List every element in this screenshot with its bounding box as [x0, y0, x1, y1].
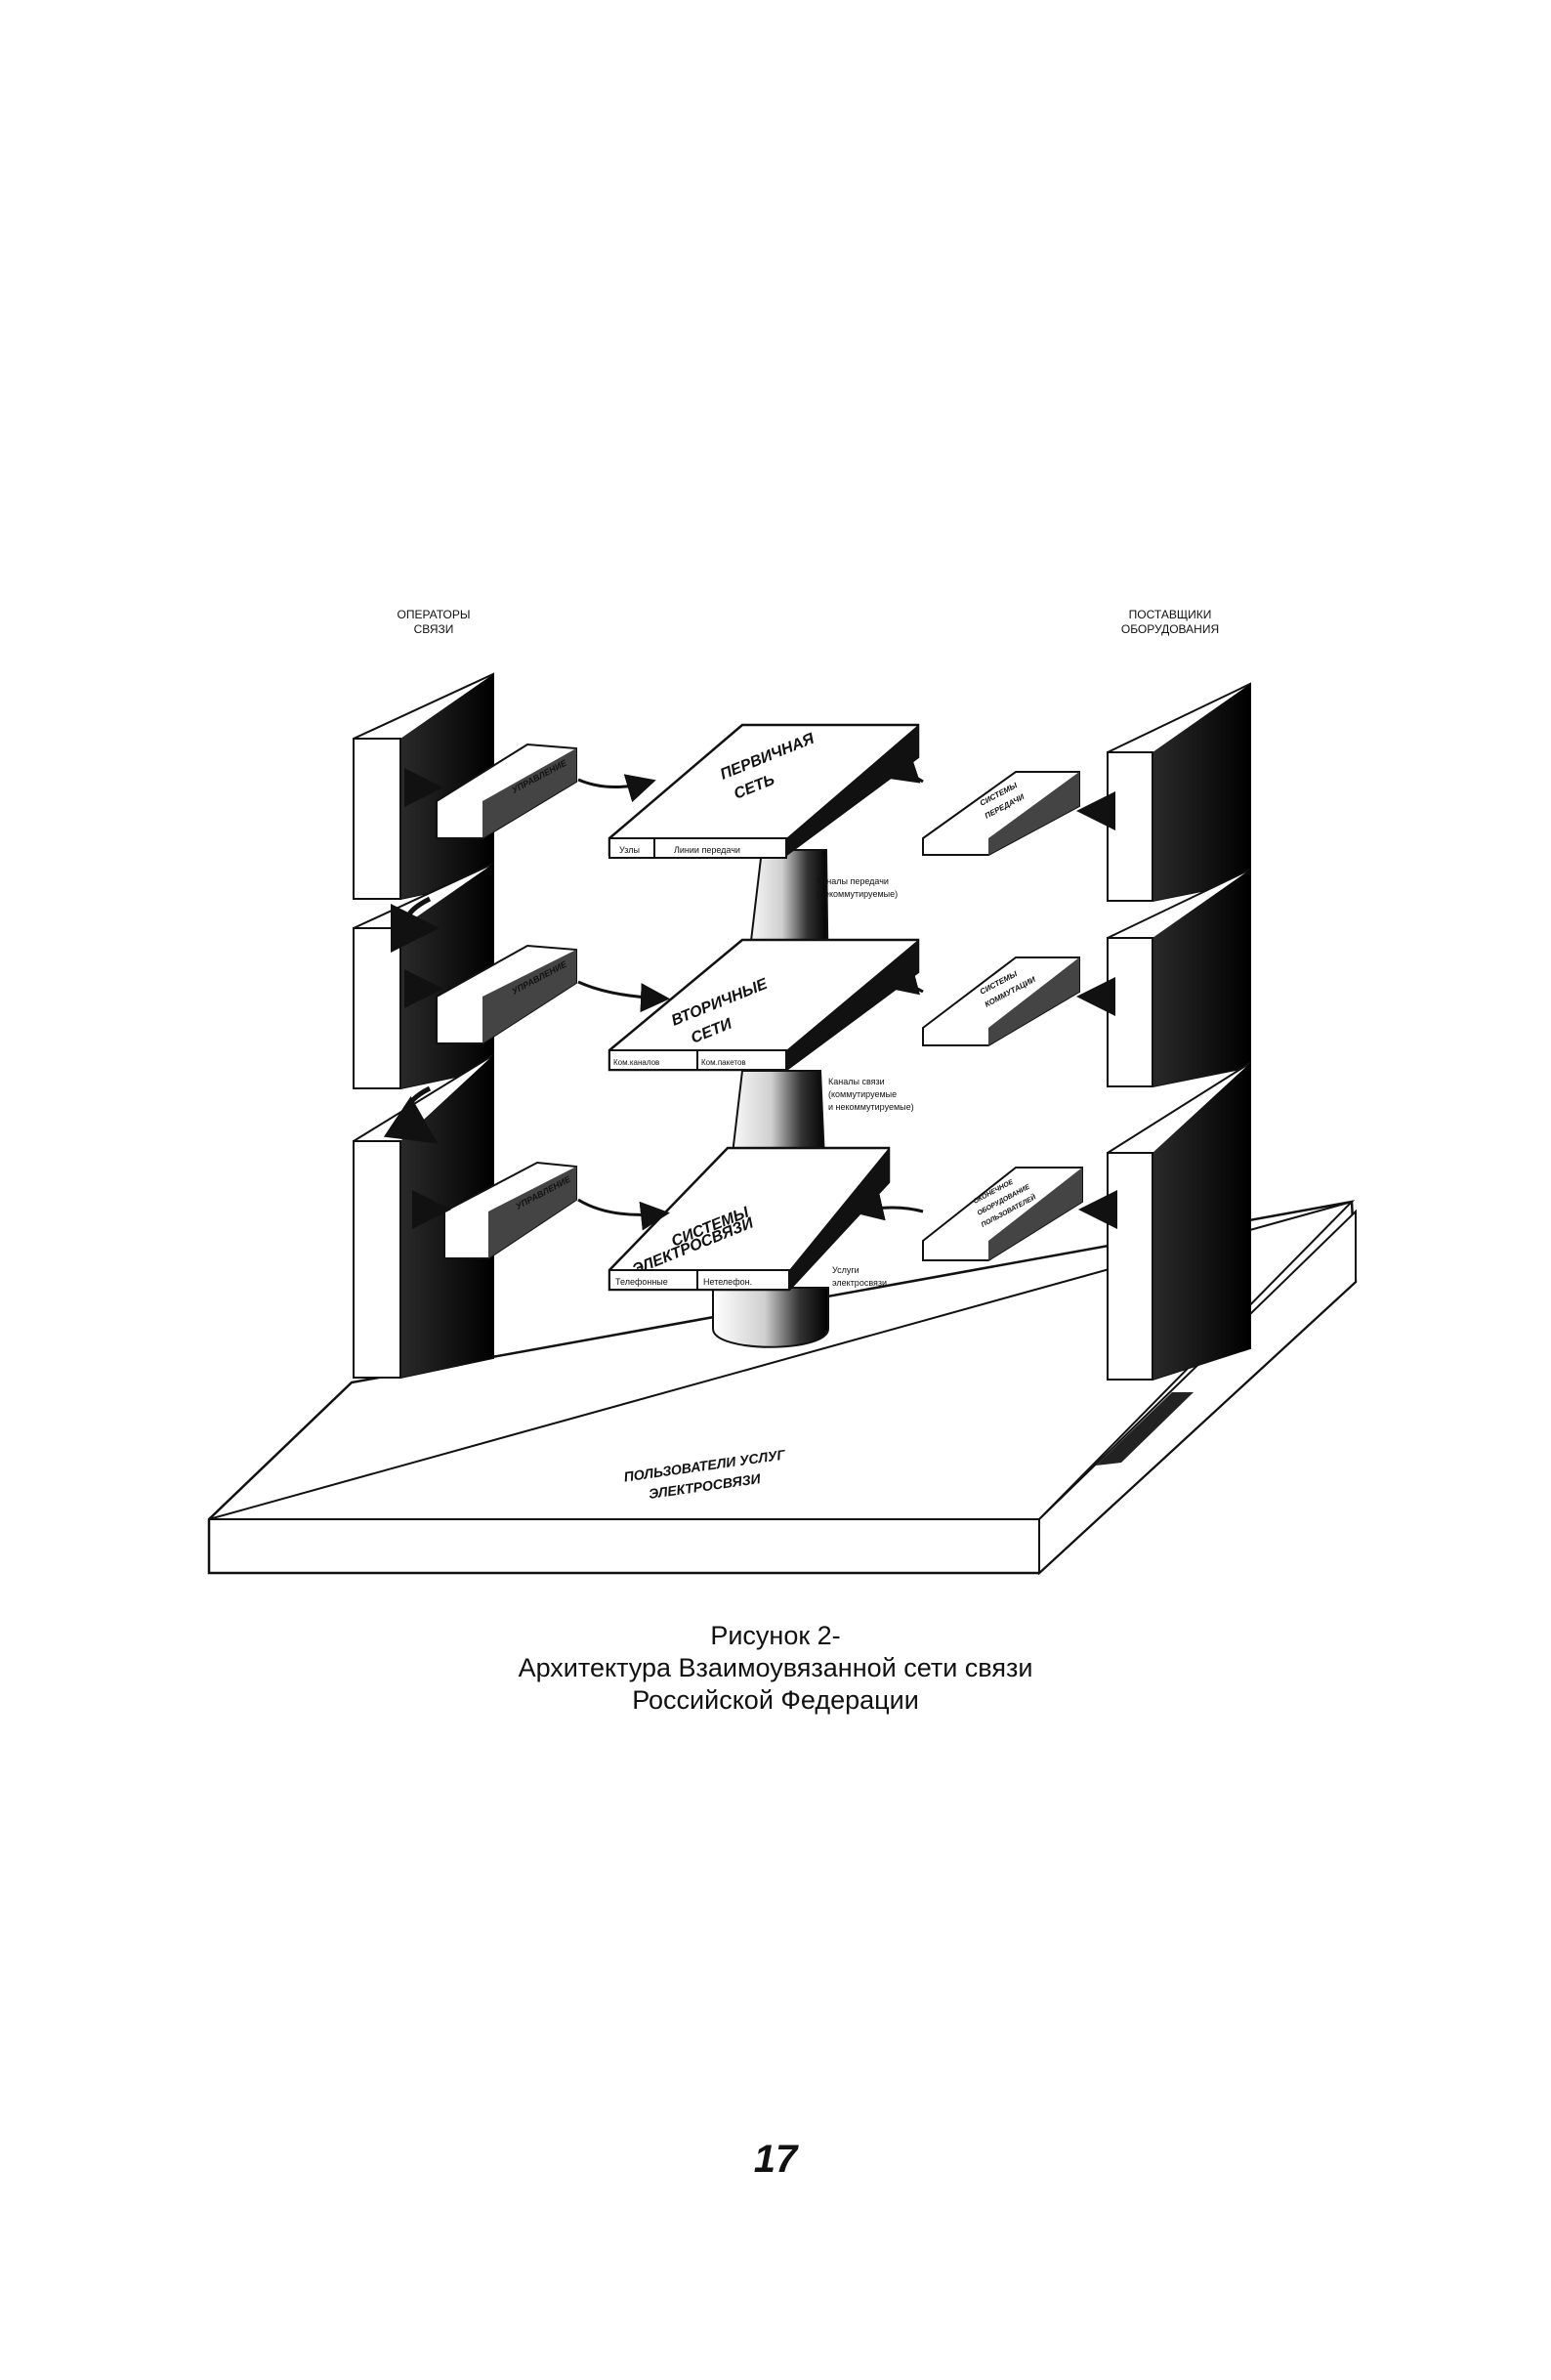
secondary-tab1-label: Ком.каналов — [613, 1058, 659, 1067]
operator-wall-top — [353, 672, 494, 900]
services-tab-non-telephone — [696, 1269, 790, 1291]
primary-tab-lines — [653, 837, 787, 859]
services-tab2-label: Нетелефон. — [703, 1277, 752, 1287]
secondary-note-1: Каналы связи — [828, 1077, 885, 1086]
primary-tab2-label: Линии передачи — [674, 845, 740, 855]
layer-telecom-systems: УПРАВЛЕНИЕ СИСТЕМЫ ЭЛЕКТРОСВЯЗИ Телефонн… — [412, 1146, 1117, 1292]
primary-note-1: Каналы передачи — [817, 876, 889, 886]
primary-tab1-label: Узлы — [619, 845, 640, 855]
secondary-tab2-label: Ком.пакетов — [701, 1058, 746, 1067]
operator-link-arrow-1 — [390, 896, 440, 953]
page-number: 17 — [753, 2138, 798, 2181]
operator-link-arrow-2 — [383, 1085, 439, 1144]
figure-caption-line-2: Архитектура Взаимоувязанной сети связи — [518, 1653, 1033, 1682]
primary-control-arrow — [577, 774, 656, 803]
users-base-platform — [207, 1200, 1358, 1576]
supplier-wall-bottom — [1107, 1061, 1251, 1381]
secondary-tab-packet — [696, 1049, 787, 1071]
secondary-equipment-arrow — [888, 966, 924, 996]
services-tab1-label: Телефонные — [615, 1277, 668, 1287]
suppliers-label-2: ОБОРУДОВАНИЯ — [1121, 622, 1219, 636]
operators-label-2: СВЯЗИ — [414, 622, 454, 636]
supplier-wall-top — [1107, 682, 1251, 902]
services-note-1: Услуги — [832, 1265, 859, 1275]
figure-caption-line-1: Рисунок 2- — [710, 1621, 841, 1650]
operators-label-1: ОПЕРАТОРЫ — [398, 608, 471, 621]
supplier-wall-middle — [1107, 868, 1251, 1087]
secondary-note-3: и некоммутируемые) — [828, 1102, 914, 1112]
primary-note-2: (некоммутируемые) — [817, 889, 898, 899]
secondary-control-arrow — [577, 980, 670, 1013]
secondary-note-2: (коммутируемые — [828, 1089, 897, 1099]
primary-equipment-arrow — [888, 755, 924, 784]
layer-secondary-networks: УПРАВЛЕНИЕ ВТОРИЧНЫЕ СЕТИ Ком.каналов Ко… — [404, 938, 1115, 1112]
layer-primary-network: УПРАВЛЕНИЕ ПЕРВИЧНАЯ СЕТЬ Узлы Линии пер… — [404, 723, 1115, 899]
cone-services-to-users — [712, 1287, 829, 1348]
suppliers-label-1: ПОСТАВЩИКИ — [1129, 608, 1212, 621]
services-equipment-arrow — [854, 1192, 924, 1221]
figure-caption-line-3: Российской Федерации — [632, 1685, 919, 1715]
supplier-walls — [1107, 682, 1251, 1381]
services-note-2: электросвязи — [832, 1278, 887, 1288]
services-control-arrow — [577, 1198, 670, 1231]
